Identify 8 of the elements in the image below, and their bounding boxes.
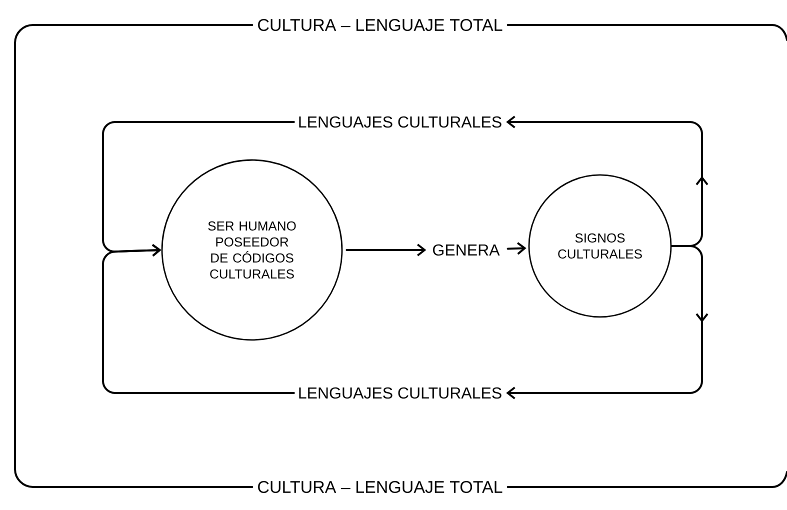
label-text: LENGUAJES CULTURALES [299,116,502,128]
arrow [346,244,426,256]
label-text: GENERA [433,244,500,256]
arrow [506,242,526,255]
arrow [506,116,708,247]
label-text: LENGUAJES CULTURALES [299,387,502,399]
arrow [102,244,295,394]
arrow [506,245,708,400]
